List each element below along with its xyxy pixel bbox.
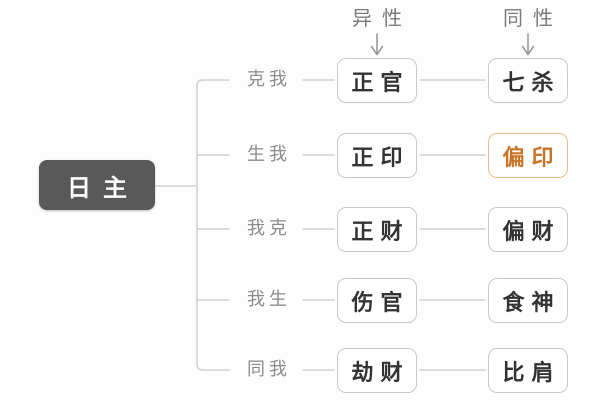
ten-god-node-same: 食神 (488, 278, 568, 323)
ten-god-node-opposite: 劫财 (337, 348, 417, 393)
ten-god-node-same-highlighted: 偏印 (488, 133, 568, 178)
ten-god-node-same: 七杀 (488, 58, 568, 103)
down-arrow-icon (521, 33, 535, 56)
ten-god-node-opposite: 正印 (337, 133, 417, 178)
relation-label: 生我 (247, 144, 291, 165)
ten-god-node-opposite: 正官 (337, 58, 417, 103)
down-arrow-icon (370, 33, 384, 56)
relation-label: 同我 (247, 359, 291, 380)
ten-god-node-opposite: 伤官 (337, 278, 417, 323)
ten-god-node-same: 比肩 (488, 348, 568, 393)
relation-label: 我生 (247, 289, 291, 310)
relation-label: 我克 (247, 218, 291, 239)
column-header-opposite-gender: 异性 (352, 6, 412, 30)
tree-trunk-line (196, 79, 204, 371)
ten-god-node-opposite: 正财 (337, 207, 417, 252)
relation-label: 克我 (247, 69, 291, 90)
ten-god-node-same: 偏财 (488, 207, 568, 252)
day-master-node: 日主 (39, 160, 155, 210)
column-header-same-gender: 同性 (503, 6, 563, 30)
